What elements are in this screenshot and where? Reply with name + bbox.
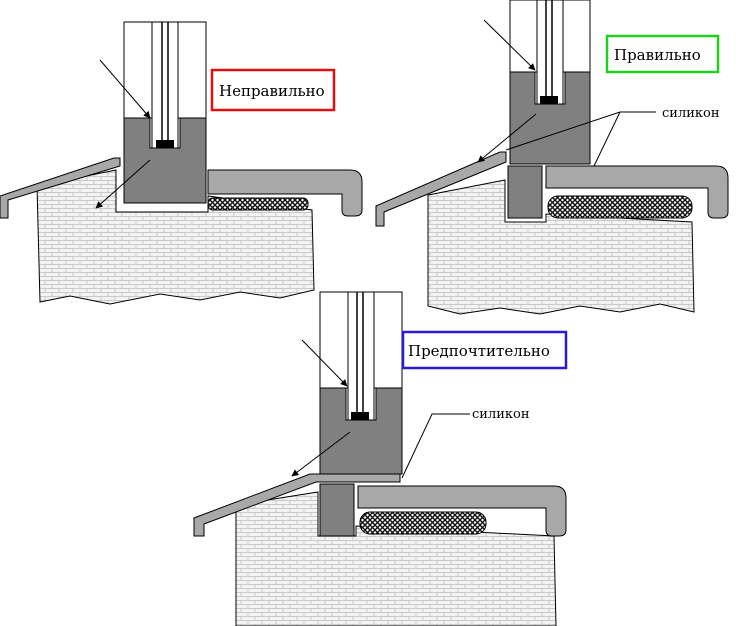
insulation [207, 197, 309, 211]
support-profile [507, 165, 543, 219]
label-box-preferable [401, 330, 568, 370]
label-box-correct [605, 34, 720, 74]
ebb [193, 473, 401, 537]
label-silicone-preferable: силикон [472, 407, 529, 422]
ebb [375, 151, 507, 227]
label-preferable: Предпочтительно [408, 342, 550, 360]
glass-seal [351, 412, 369, 420]
insulation [547, 195, 693, 219]
sill-board [545, 165, 729, 219]
label-correct: Правильно [614, 46, 701, 64]
wall [427, 179, 695, 315]
glass-seal [540, 96, 558, 104]
support-profile [319, 483, 355, 537]
sill-board [207, 169, 363, 217]
label-box-incorrect [210, 68, 336, 112]
diagram-correct: Правильно силикон [375, 0, 729, 315]
insulation [359, 511, 487, 535]
label-silicone-correct: силикон [662, 106, 719, 121]
ebb [0, 157, 121, 219]
glass [151, 21, 179, 149]
diagram-incorrect: Неправильно [0, 21, 363, 305]
glass [536, 0, 564, 105]
diagram-preferable: Предпочтительно силикон [193, 291, 568, 626]
glass-seal [156, 140, 174, 148]
glass [347, 291, 375, 421]
wall [235, 491, 557, 626]
sill-board [357, 485, 567, 537]
label-incorrect: Неправильно [219, 82, 325, 100]
silicone-leader [401, 413, 470, 479]
